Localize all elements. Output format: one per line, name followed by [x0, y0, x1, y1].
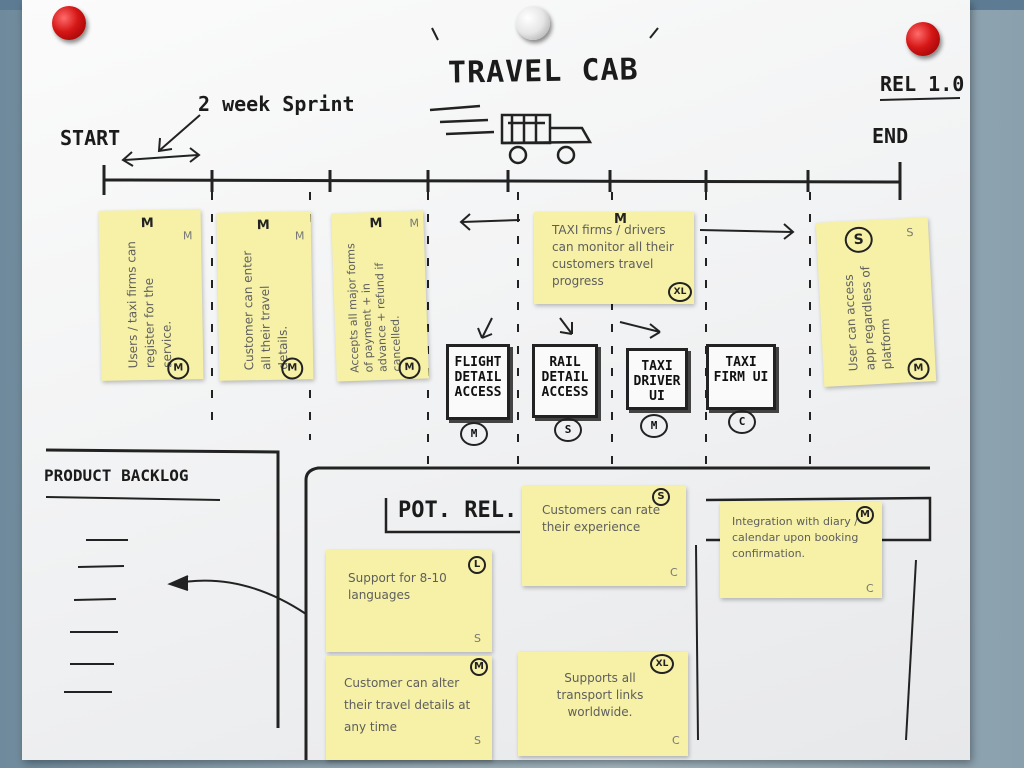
task-label: FLIGHT DETAIL ACCESS — [454, 355, 502, 400]
story-card[interactable]: S User can access app regardless of plat… — [815, 217, 937, 387]
story-badge: S — [652, 488, 670, 506]
backlog-story-card[interactable]: Customer can alter their travel details … — [326, 656, 492, 760]
story-badge: M — [856, 506, 874, 524]
story-text: User can access app regardless of platfo… — [841, 265, 895, 372]
story-card[interactable]: M TAXI firms / drivers can monitor all t… — [534, 212, 694, 304]
task-box[interactable]: FLIGHT DETAIL ACCESS — [446, 344, 510, 420]
story-card[interactable]: M Accepts all major forms of payment + i… — [331, 210, 429, 382]
story-corner: C — [672, 734, 680, 747]
task-label: TAXI DRIVER UI — [633, 359, 681, 404]
end-label: END — [872, 124, 909, 148]
task-label: RAIL DETAIL ACCESS — [541, 355, 589, 400]
story-text: Customer can alter their travel details … — [344, 676, 471, 734]
task-size: M — [640, 414, 668, 438]
story-size: S — [844, 226, 874, 254]
backlog-story-card[interactable]: Customers can rate their experience S C — [522, 486, 686, 586]
story-corner: S — [906, 225, 914, 240]
story-badge: M — [470, 658, 488, 676]
story-corner: S — [474, 632, 481, 645]
story-card[interactable]: M Customer can enter all their travel de… — [216, 211, 314, 381]
story-corner: M — [182, 229, 193, 243]
task-box[interactable]: TAXI DRIVER UI — [626, 348, 688, 410]
task-box[interactable]: TAXI FIRM UI — [706, 344, 776, 410]
release-label: REL 1.0 — [880, 72, 965, 96]
product-backlog-title: PRODUCT BACKLOG — [44, 466, 189, 485]
story-card[interactable]: M Users / taxi firms can register for th… — [98, 209, 204, 381]
story-size: M — [369, 215, 383, 232]
story-text: Users / taxi firms can register for the … — [124, 241, 175, 369]
story-text: Supports all transport links worldwide. — [556, 671, 644, 719]
story-text: Customers can rate their experience — [542, 503, 661, 534]
story-corner: C — [866, 582, 874, 595]
story-text: Support for 8-10 languages — [348, 571, 447, 602]
story-badge: M — [167, 357, 190, 380]
story-badge: XL — [668, 282, 692, 302]
red-pin-icon — [906, 22, 940, 56]
story-text: Integration with diary / calendar upon b… — [732, 515, 859, 560]
story-size: M — [140, 215, 154, 232]
task-box[interactable]: RAIL DETAIL ACCESS — [532, 344, 598, 418]
task-size: S — [554, 418, 582, 442]
potential-release-title: POT. REL. — [398, 498, 518, 523]
task-size: M — [460, 422, 488, 446]
story-text: TAXI firms / drivers can monitor all the… — [552, 223, 674, 288]
red-pin-icon — [52, 6, 86, 40]
story-corner: M — [409, 216, 420, 230]
white-pin-icon — [516, 6, 550, 40]
backlog-story-card[interactable]: Supports all transport links worldwide. … — [518, 652, 688, 756]
backlog-story-card[interactable]: Integration with diary / calendar upon b… — [720, 502, 882, 598]
task-size: C — [728, 410, 756, 434]
story-badge: XL — [650, 654, 674, 674]
story-corner: M — [294, 229, 305, 243]
story-text: Accepts all major forms of payment + in … — [344, 243, 404, 374]
story-corner: S — [474, 734, 481, 747]
task-label: TAXI FIRM UI — [713, 355, 769, 385]
story-size: M — [256, 217, 270, 234]
story-badge: M — [398, 356, 421, 380]
story-badge: M — [906, 357, 931, 381]
story-text: Customer can enter all their travel deta… — [240, 250, 291, 371]
story-badge: L — [468, 556, 486, 574]
story-corner: C — [670, 566, 678, 579]
start-label: START — [60, 126, 121, 150]
story-badge: M — [281, 357, 304, 380]
sprint-label: 2 week Sprint — [198, 92, 355, 116]
board-title: TRAVEL CAB — [447, 52, 639, 91]
backlog-story-card[interactable]: Support for 8-10 languages L S — [326, 550, 492, 652]
story-size: M — [614, 212, 627, 227]
